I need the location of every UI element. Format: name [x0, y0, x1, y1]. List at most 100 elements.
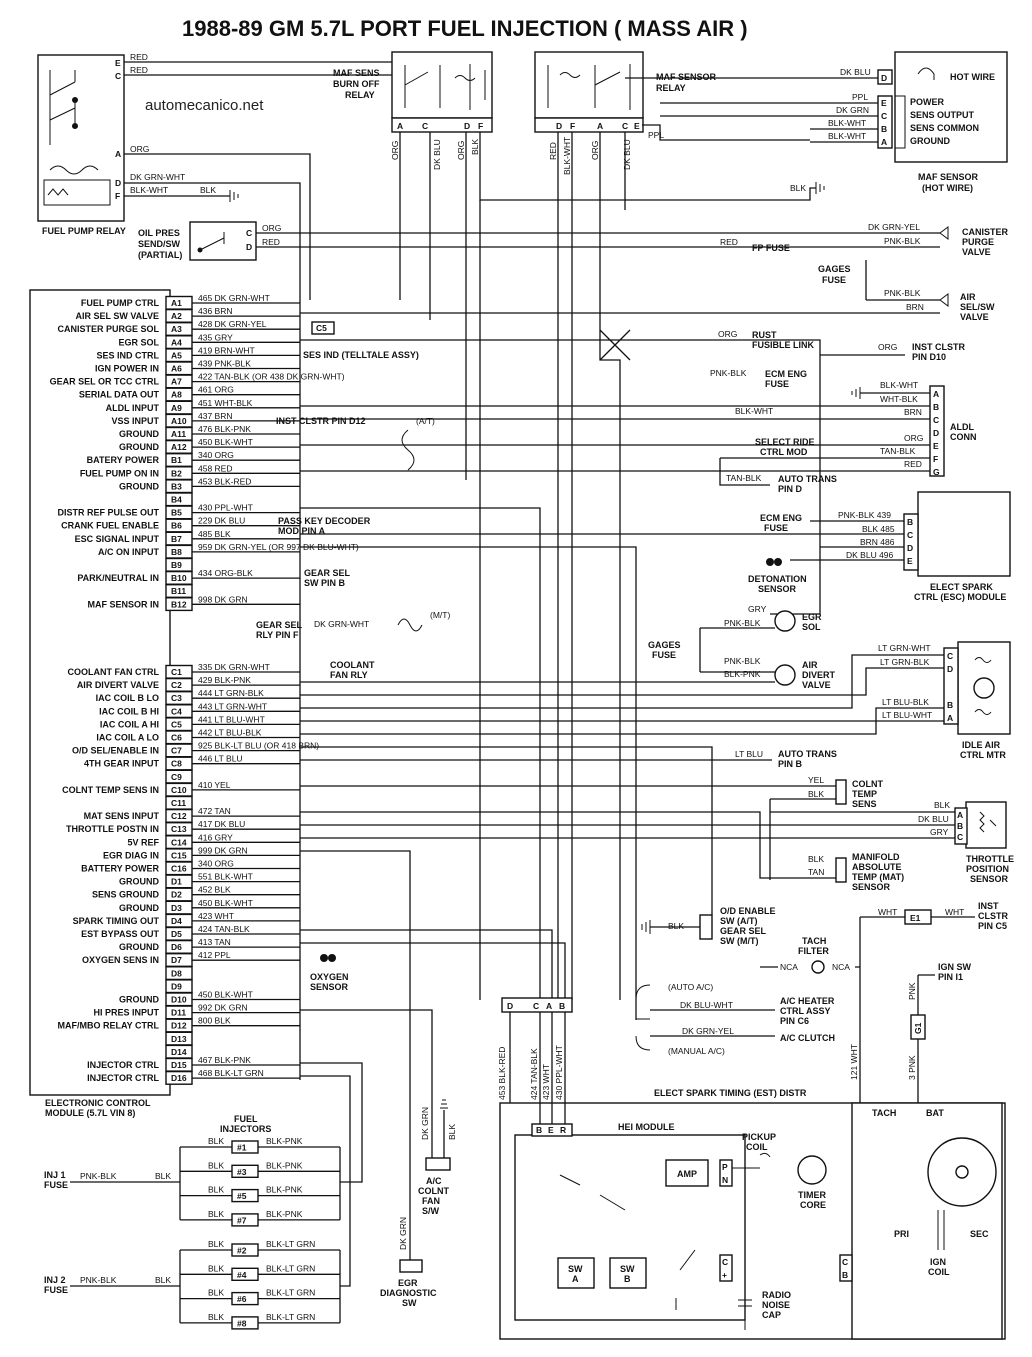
inst-clstr-d12-label: INST CLSTR PIN D12 [276, 416, 366, 426]
ecm-pin-id: C16 [171, 864, 187, 874]
svg-text:D: D [947, 664, 953, 674]
ecm-pin-id: A11 [171, 429, 186, 439]
svg-text:TIMER: TIMER [798, 1190, 826, 1200]
ecm-pin-id: D14 [171, 1047, 187, 1057]
ecm-pin-id: D12 [171, 1021, 187, 1031]
injector-blk-wire: BLK [208, 1239, 224, 1249]
ecm-pin-c9: C9 [165, 769, 193, 784]
ecm-wire-label: 439 PNK-BLK [198, 359, 251, 369]
ecm-wire-label: 959 DK GRN-YEL (OR 997 DK BLU-WHT) [198, 542, 359, 552]
ecm-pin-id: B3 [171, 481, 182, 491]
svg-text:C5: C5 [316, 323, 327, 333]
svg-text:A: A [397, 121, 403, 131]
ecm-pin-function: 5V REF [127, 837, 159, 847]
ecm-pin-function: INJECTOR CTRL [87, 1060, 159, 1070]
ecm-wire-label: 458 RED [198, 463, 233, 473]
ecm-pin-function: OXYGEN SENS IN [82, 955, 159, 965]
svg-text:RADIO: RADIO [762, 1290, 791, 1300]
svg-text:VALVE: VALVE [962, 247, 991, 257]
maf-sensor: HOT WIRE D E C B A POWER SENS OUTPUT SEN… [877, 51, 1008, 193]
ecm-wire-label: 925 BLK-LT BLU (OR 418 BRN) [198, 741, 319, 751]
svg-text:BRN: BRN [906, 302, 924, 312]
svg-text:DK GRN-YEL: DK GRN-YEL [682, 1026, 734, 1036]
ecm-pin-function: IAC COIL A LO [96, 733, 159, 743]
svg-text:A: A [947, 713, 953, 723]
svg-text:C: C [907, 530, 913, 540]
ecm-wire-label: 410 YEL [198, 780, 231, 790]
svg-text:AUTO TRANS: AUTO TRANS [778, 474, 837, 484]
svg-text:B: B [907, 517, 913, 527]
svg-text:INJ 2: INJ 2 [44, 1275, 66, 1285]
ecm-pin-d14: D14 [165, 1044, 193, 1059]
svg-text:SENSOR: SENSOR [852, 882, 891, 892]
svg-text:ORG: ORG [904, 433, 923, 443]
diagram-title: 1988-89 GM 5.7L PORT FUEL INJECTION ( MA… [182, 16, 748, 41]
ecm-pin-function: 4TH GEAR INPUT [84, 759, 160, 769]
svg-text:PNK-BLK: PNK-BLK [710, 368, 747, 378]
svg-text:NCA: NCA [832, 962, 850, 972]
ecm-pin-function: IAC COIL A HI [100, 719, 159, 729]
ecm-wire-label: 992 DK GRN [198, 1003, 248, 1013]
ecm-pin-function: SES IND CTRL [96, 350, 159, 360]
svg-text:CORE: CORE [800, 1200, 826, 1210]
watermark: automecanico.net [145, 97, 264, 114]
svg-text:TAN-BLK: TAN-BLK [726, 473, 762, 483]
injector-number: #7 [237, 1215, 247, 1225]
svg-text:SENSOR: SENSOR [970, 874, 1009, 884]
ecm-pin-function: BATERY POWER [87, 455, 160, 465]
ecm-pin-id: D4 [171, 916, 182, 926]
svg-text:INJ 1: INJ 1 [44, 1170, 66, 1180]
ecm-wire-label: 476 BLK-PNK [198, 424, 251, 434]
svg-text:DIAGNOSTIC: DIAGNOSTIC [380, 1288, 437, 1298]
svg-text:BLK-WHT: BLK-WHT [828, 131, 866, 141]
ecm-pin-function: EGR SOL [118, 337, 159, 347]
svg-text:P: P [722, 1162, 728, 1172]
svg-text:FAN RLY: FAN RLY [330, 670, 368, 680]
svg-text:D: D [246, 242, 252, 252]
ecm-pin-function: HI PRES INPUT [93, 1008, 159, 1018]
ecm-wire-label: 340 ORG [198, 859, 234, 869]
ecm-pin-function: MAT SENS INPUT [84, 811, 160, 821]
ecm-pin-function: THROTTLE POSTN IN [66, 824, 159, 834]
svg-text:BLK-WHT: BLK-WHT [735, 406, 773, 416]
svg-text:PRI: PRI [894, 1229, 909, 1239]
svg-text:COOLANT: COOLANT [330, 660, 375, 670]
svg-text:B: B [842, 1270, 848, 1280]
hot-wire-label: HOT WIRE [950, 72, 995, 82]
ecm-wire-label: 434 ORG-BLK [198, 568, 253, 578]
svg-text:FAN: FAN [422, 1196, 440, 1206]
maf-burn-off-relay: A C D F MAF SENS BURN OFF RELAY [333, 51, 493, 133]
ecm-pin-function: BATTERY POWER [81, 864, 159, 874]
svg-text:PNK-BLK: PNK-BLK [724, 656, 761, 666]
svg-text:CTRL MOD: CTRL MOD [760, 447, 808, 457]
ecm-pin-id: C10 [171, 785, 187, 795]
svg-text:SOL: SOL [802, 622, 821, 632]
ecm-pin-id: A8 [171, 390, 182, 400]
ecm-pin-function: SERIAL DATA OUT [79, 390, 160, 400]
svg-text:COIL: COIL [928, 1267, 950, 1277]
ecm-pin-function: IAC COIL B LO [96, 693, 159, 703]
svg-text:DK BLU: DK BLU [840, 67, 871, 77]
svg-text:RUST: RUST [752, 330, 777, 340]
ecm-pin-id: C11 [171, 798, 186, 808]
ecm-pin-id: D13 [171, 1034, 187, 1044]
ecm-pin-function: EST BYPASS OUT [81, 929, 159, 939]
ecm-wire-label: 450 BLK-WHT [198, 437, 253, 447]
ecm-pin-id: B10 [171, 573, 187, 583]
svg-text:LT GRN-BLK: LT GRN-BLK [880, 657, 930, 667]
svg-text:A/C: A/C [426, 1176, 442, 1186]
ecm-pin-function: O/D SEL/ENABLE IN [72, 746, 159, 756]
svg-text:MAF SENS: MAF SENS [333, 68, 380, 78]
svg-text:D: D [115, 178, 121, 188]
svg-text:AUTO TRANS: AUTO TRANS [778, 749, 837, 759]
ecm-pin-id: C4 [171, 706, 182, 716]
svg-text:A: A [546, 1001, 552, 1011]
